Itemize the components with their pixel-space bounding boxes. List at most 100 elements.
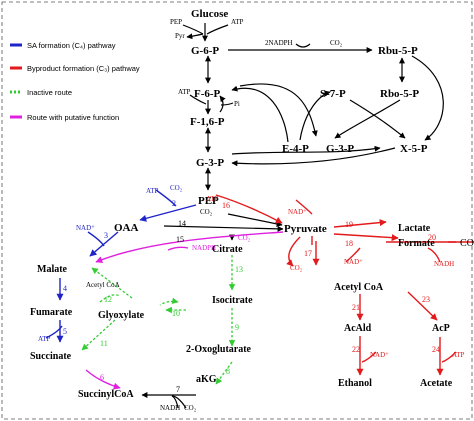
arrow-f6p-e4p [231, 85, 289, 143]
arrow-pyr-out [186, 33, 204, 40]
arrow-atp-in [206, 24, 229, 35]
black-arrows [141, 23, 444, 409]
arrow-pyk [215, 194, 283, 224]
met-acetate: Acetate [420, 378, 453, 389]
arrow-atp-co2-pep [155, 189, 177, 207]
rxn-23: 23 [422, 295, 430, 304]
red-arrows [215, 194, 474, 376]
met-oxoglutarate: 2-Oxoglutarate [186, 344, 252, 355]
arrow-nadh-fdh [427, 247, 441, 263]
arrow-pi-out [220, 102, 234, 106]
met-formate: Formate [398, 238, 435, 249]
rxn-19: 19 [345, 220, 353, 229]
rxn-3: 3 [104, 231, 108, 240]
met-g3p-mid: G-3-P [326, 143, 354, 155]
met-s7p: S-7-P [320, 88, 346, 100]
cof-atp-ack: ATP [452, 351, 465, 359]
rxn-21: 21 [352, 303, 360, 312]
met-co2-h: CO₂ + H⁺ [460, 238, 474, 249]
arrow-nad-adh [361, 351, 377, 363]
arrow-nad-mdh [87, 231, 105, 247]
met-malate: Malate [37, 264, 68, 275]
metabolite-labels: Glucose G-6-P Rbu-5-P F-6-P S-7-P Rbo-5-… [30, 8, 474, 400]
arrow-nad-pdh [345, 247, 361, 263]
arrow-x5p-g3p [231, 147, 396, 167]
arrow-nad-ldh [295, 199, 313, 215]
cofactor-labels: PEP ATP Pyr 2NADPH CO₂ ATP Pi ATP CO₂ AT… [38, 18, 465, 412]
met-rbu5p: Rbu-5-P [378, 45, 418, 57]
met-acald: AcAld [344, 323, 372, 334]
cof-nadph-ppp: 2NADPH [265, 39, 293, 47]
rxn-11: 11 [100, 339, 108, 348]
green-arrows [81, 255, 236, 385]
met-citrate: Citrate [212, 244, 243, 255]
met-fumarate: Fumarate [30, 307, 73, 318]
cof-nadh-fdh: NADH [434, 260, 454, 268]
rxn-4: 4 [63, 284, 67, 293]
met-x5p: X-5-P [400, 143, 428, 155]
cof-co2-pdh: CO₂ [290, 264, 303, 272]
arrow-succinate-succinylcoa [85, 369, 121, 390]
rxn-14: 14 [178, 219, 186, 228]
arrow-pdh [286, 236, 301, 267]
met-pep: PEP [198, 195, 219, 207]
arrow-oaa-pyruvate-14 [163, 225, 284, 232]
rxn-17: 17 [304, 249, 312, 258]
arrow-isocitrate-succinate [81, 319, 116, 351]
arrow-ppp-cofactors [295, 43, 311, 48]
cof-co2-oaa: CO₂ [200, 208, 213, 216]
met-g3p: G-3-P [196, 157, 224, 169]
met-succinylcoa: SuccinylCoA [78, 389, 134, 400]
cof-nadph-mae: NADPH [192, 244, 216, 252]
cof-co2-akg: CO₂ [184, 404, 197, 412]
arrow-atp-pfk [189, 94, 207, 105]
arrow-atp-fum [45, 325, 63, 339]
arrow-pyruvate-lactate [333, 219, 387, 228]
legend-label-sa: SA formation (C₄) pathway [27, 41, 116, 50]
met-rbo5p: Rbo-5-P [380, 88, 419, 100]
arrow-e4p-s7p [299, 90, 331, 141]
rxn-20: 20 [428, 233, 436, 242]
arrow-pep-pyruvate [227, 213, 283, 227]
met-isocitrate: Isocitrate [212, 295, 253, 306]
met-glyoxylate: Glyoxylate [98, 310, 145, 321]
rxn-16: 16 [222, 201, 230, 210]
cof-co2-pep: CO₂ [170, 184, 183, 192]
cof-nad-ldh: NAD⁺ [288, 208, 307, 216]
arrow-oxoglutarate-akg [215, 361, 233, 385]
rxn-22: 22 [352, 345, 360, 354]
cof-pyr-top: Pyr [175, 32, 185, 40]
met-ethanol: Ethanol [338, 378, 372, 389]
arrow-s7p-x5p [349, 99, 406, 139]
rxn-9: 9 [235, 323, 239, 332]
met-pyruvate: Pyruvate [284, 223, 327, 235]
rxn-6: 6 [100, 373, 104, 382]
met-acp: AcP [432, 323, 450, 334]
cof-nad-adh: NAD⁺ [370, 351, 389, 359]
arrow-isocitrate-glyoxylate-2 [159, 297, 179, 306]
met-g6p: G-6-P [191, 45, 219, 57]
met-f6p: F-6-P [194, 88, 221, 100]
met-acetylcoa: Acetyl CoA [334, 282, 384, 293]
cof-co2-mae: CO₂ [238, 234, 251, 242]
arrow-oaa-malate [89, 231, 119, 257]
arrow-pep-oaa [139, 204, 197, 222]
cof-atp-pyk: ATP [206, 195, 219, 203]
arrow-acetylcoa-acp [407, 291, 438, 321]
rxn-2: 2 [172, 199, 176, 208]
arrow-g3p-x5p [231, 145, 381, 155]
cof-atp-pep: ATP [146, 187, 159, 195]
cof-nad-mdh: NAD⁺ [76, 224, 95, 232]
rxn-13: 13 [235, 265, 243, 274]
rxn-24: 24 [432, 345, 440, 354]
arrow-acetylcoa-in [99, 294, 121, 303]
legend: SA formation (C₄) pathway Byproduct form… [10, 41, 140, 122]
arrow-rbo5p-g3p [334, 99, 401, 139]
legend-label-inactive: Inactive route [27, 88, 72, 97]
arrow-glyoxylate-malate [91, 267, 133, 299]
cof-co2-ppp: CO₂ [330, 39, 343, 47]
arrow-akg-cofactors [171, 395, 187, 409]
arrow-f16p-f6p [219, 95, 226, 113]
